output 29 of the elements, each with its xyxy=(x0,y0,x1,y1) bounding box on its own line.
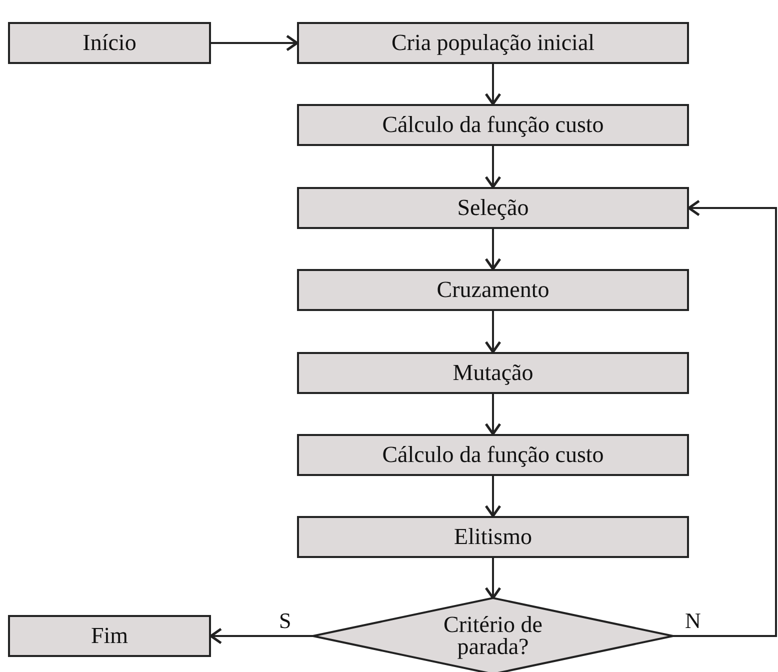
node-label: Cria população inicial xyxy=(391,29,595,57)
arrow xyxy=(484,146,502,188)
process-box xyxy=(297,516,689,558)
process-box xyxy=(297,104,689,146)
arrow xyxy=(484,476,502,518)
node-label: Cálculo da função custo xyxy=(382,111,604,139)
process-box xyxy=(297,269,689,311)
arrow xyxy=(210,628,313,644)
process-box xyxy=(8,615,211,657)
arrow xyxy=(484,64,502,106)
process-box xyxy=(297,434,689,476)
node-label: Critério de parada? xyxy=(442,614,544,658)
process-box xyxy=(297,187,689,229)
node-label: Início xyxy=(82,29,136,57)
arrow xyxy=(484,311,502,354)
node-label: Fim xyxy=(90,622,128,650)
process-box xyxy=(8,22,211,64)
arrow xyxy=(484,558,502,600)
arrow xyxy=(484,394,502,436)
arrow xyxy=(211,34,298,52)
node-label: Elitismo xyxy=(454,523,532,551)
node-label: Cruzamento xyxy=(436,276,550,304)
process-box xyxy=(297,352,689,394)
arrow xyxy=(484,229,502,270)
node-label: Mutação xyxy=(452,359,534,387)
process-box xyxy=(297,22,689,64)
node-label: Seleção xyxy=(457,194,529,222)
node-label: Cálculo da função custo xyxy=(382,441,604,469)
arrow xyxy=(673,200,777,637)
